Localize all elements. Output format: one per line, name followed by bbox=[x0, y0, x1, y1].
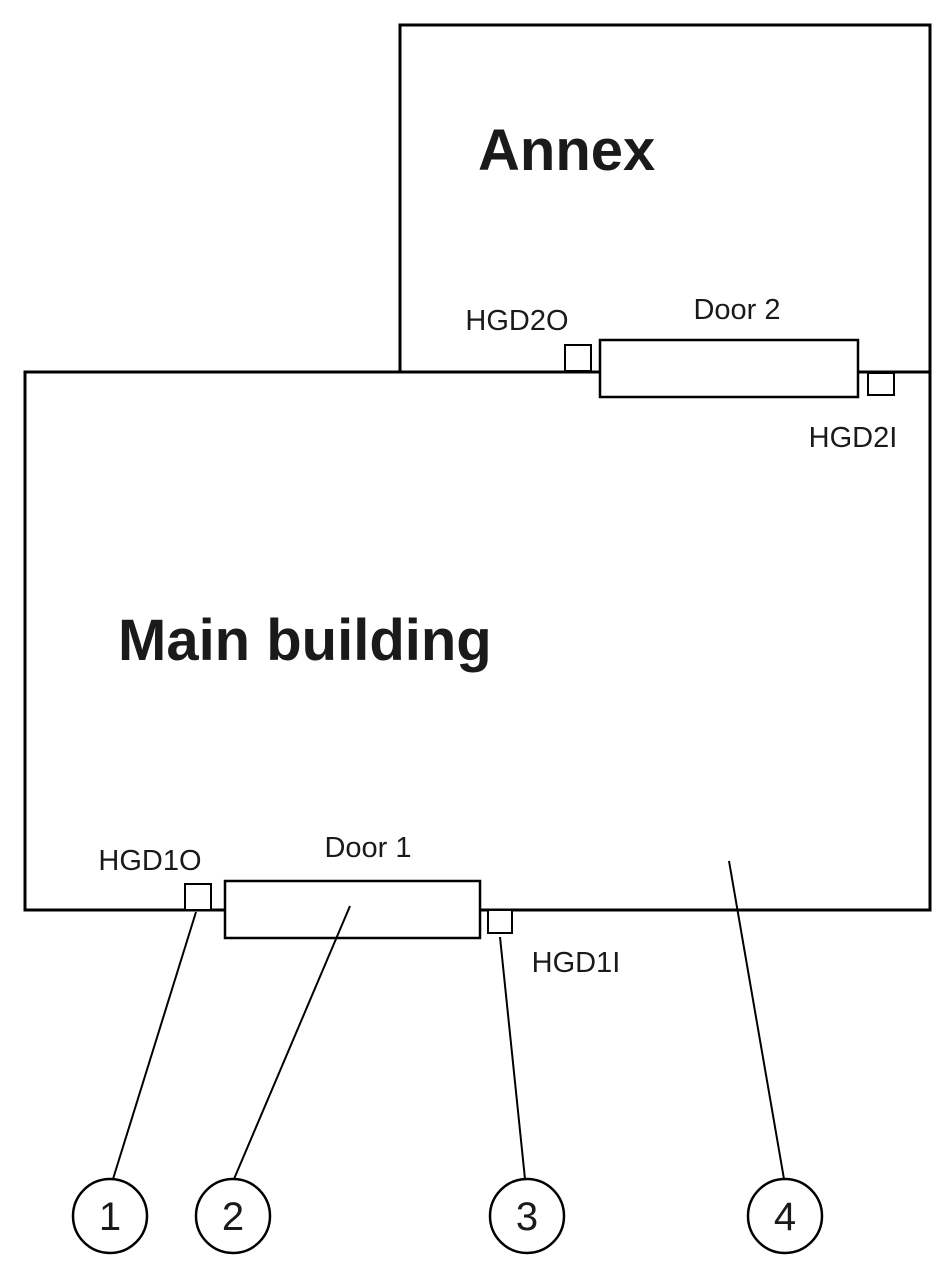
callout-circle-2 bbox=[194, 1177, 272, 1255]
leader-line-4 bbox=[728, 860, 785, 1180]
callout-number-4: 4 bbox=[774, 1195, 796, 1239]
hgd2i-label: HGD2I bbox=[809, 422, 898, 454]
hgd1i-sensor-square bbox=[487, 909, 513, 934]
door1-rect bbox=[223, 879, 482, 940]
callout-number-3: 3 bbox=[516, 1195, 538, 1239]
door2-label: Door 2 bbox=[693, 294, 780, 326]
annex-outline bbox=[398, 23, 932, 374]
annex-label: Annex bbox=[478, 118, 655, 183]
leader-line-2 bbox=[233, 905, 351, 1180]
leader-line-3 bbox=[499, 936, 526, 1180]
callout-circle-4 bbox=[746, 1177, 824, 1255]
door2-rect bbox=[598, 338, 860, 399]
hgd1o-sensor-square bbox=[184, 883, 212, 911]
hgd1i-label: HGD1I bbox=[532, 947, 621, 979]
hgd2o-label: HGD2O bbox=[465, 305, 568, 337]
callout-circle-3 bbox=[488, 1177, 566, 1255]
hgd2o-sensor-square bbox=[564, 344, 592, 372]
callout-circle-1 bbox=[71, 1177, 149, 1255]
hgd1o-label: HGD1O bbox=[98, 845, 201, 877]
main-building-label: Main building bbox=[118, 608, 492, 673]
hgd2i-sensor-square bbox=[867, 372, 895, 396]
callout-number-1: 1 bbox=[99, 1195, 121, 1239]
main-building-outline bbox=[23, 370, 932, 912]
door1-label: Door 1 bbox=[324, 832, 411, 864]
leader-line-1 bbox=[112, 911, 197, 1180]
callout-number-2: 2 bbox=[222, 1195, 244, 1239]
